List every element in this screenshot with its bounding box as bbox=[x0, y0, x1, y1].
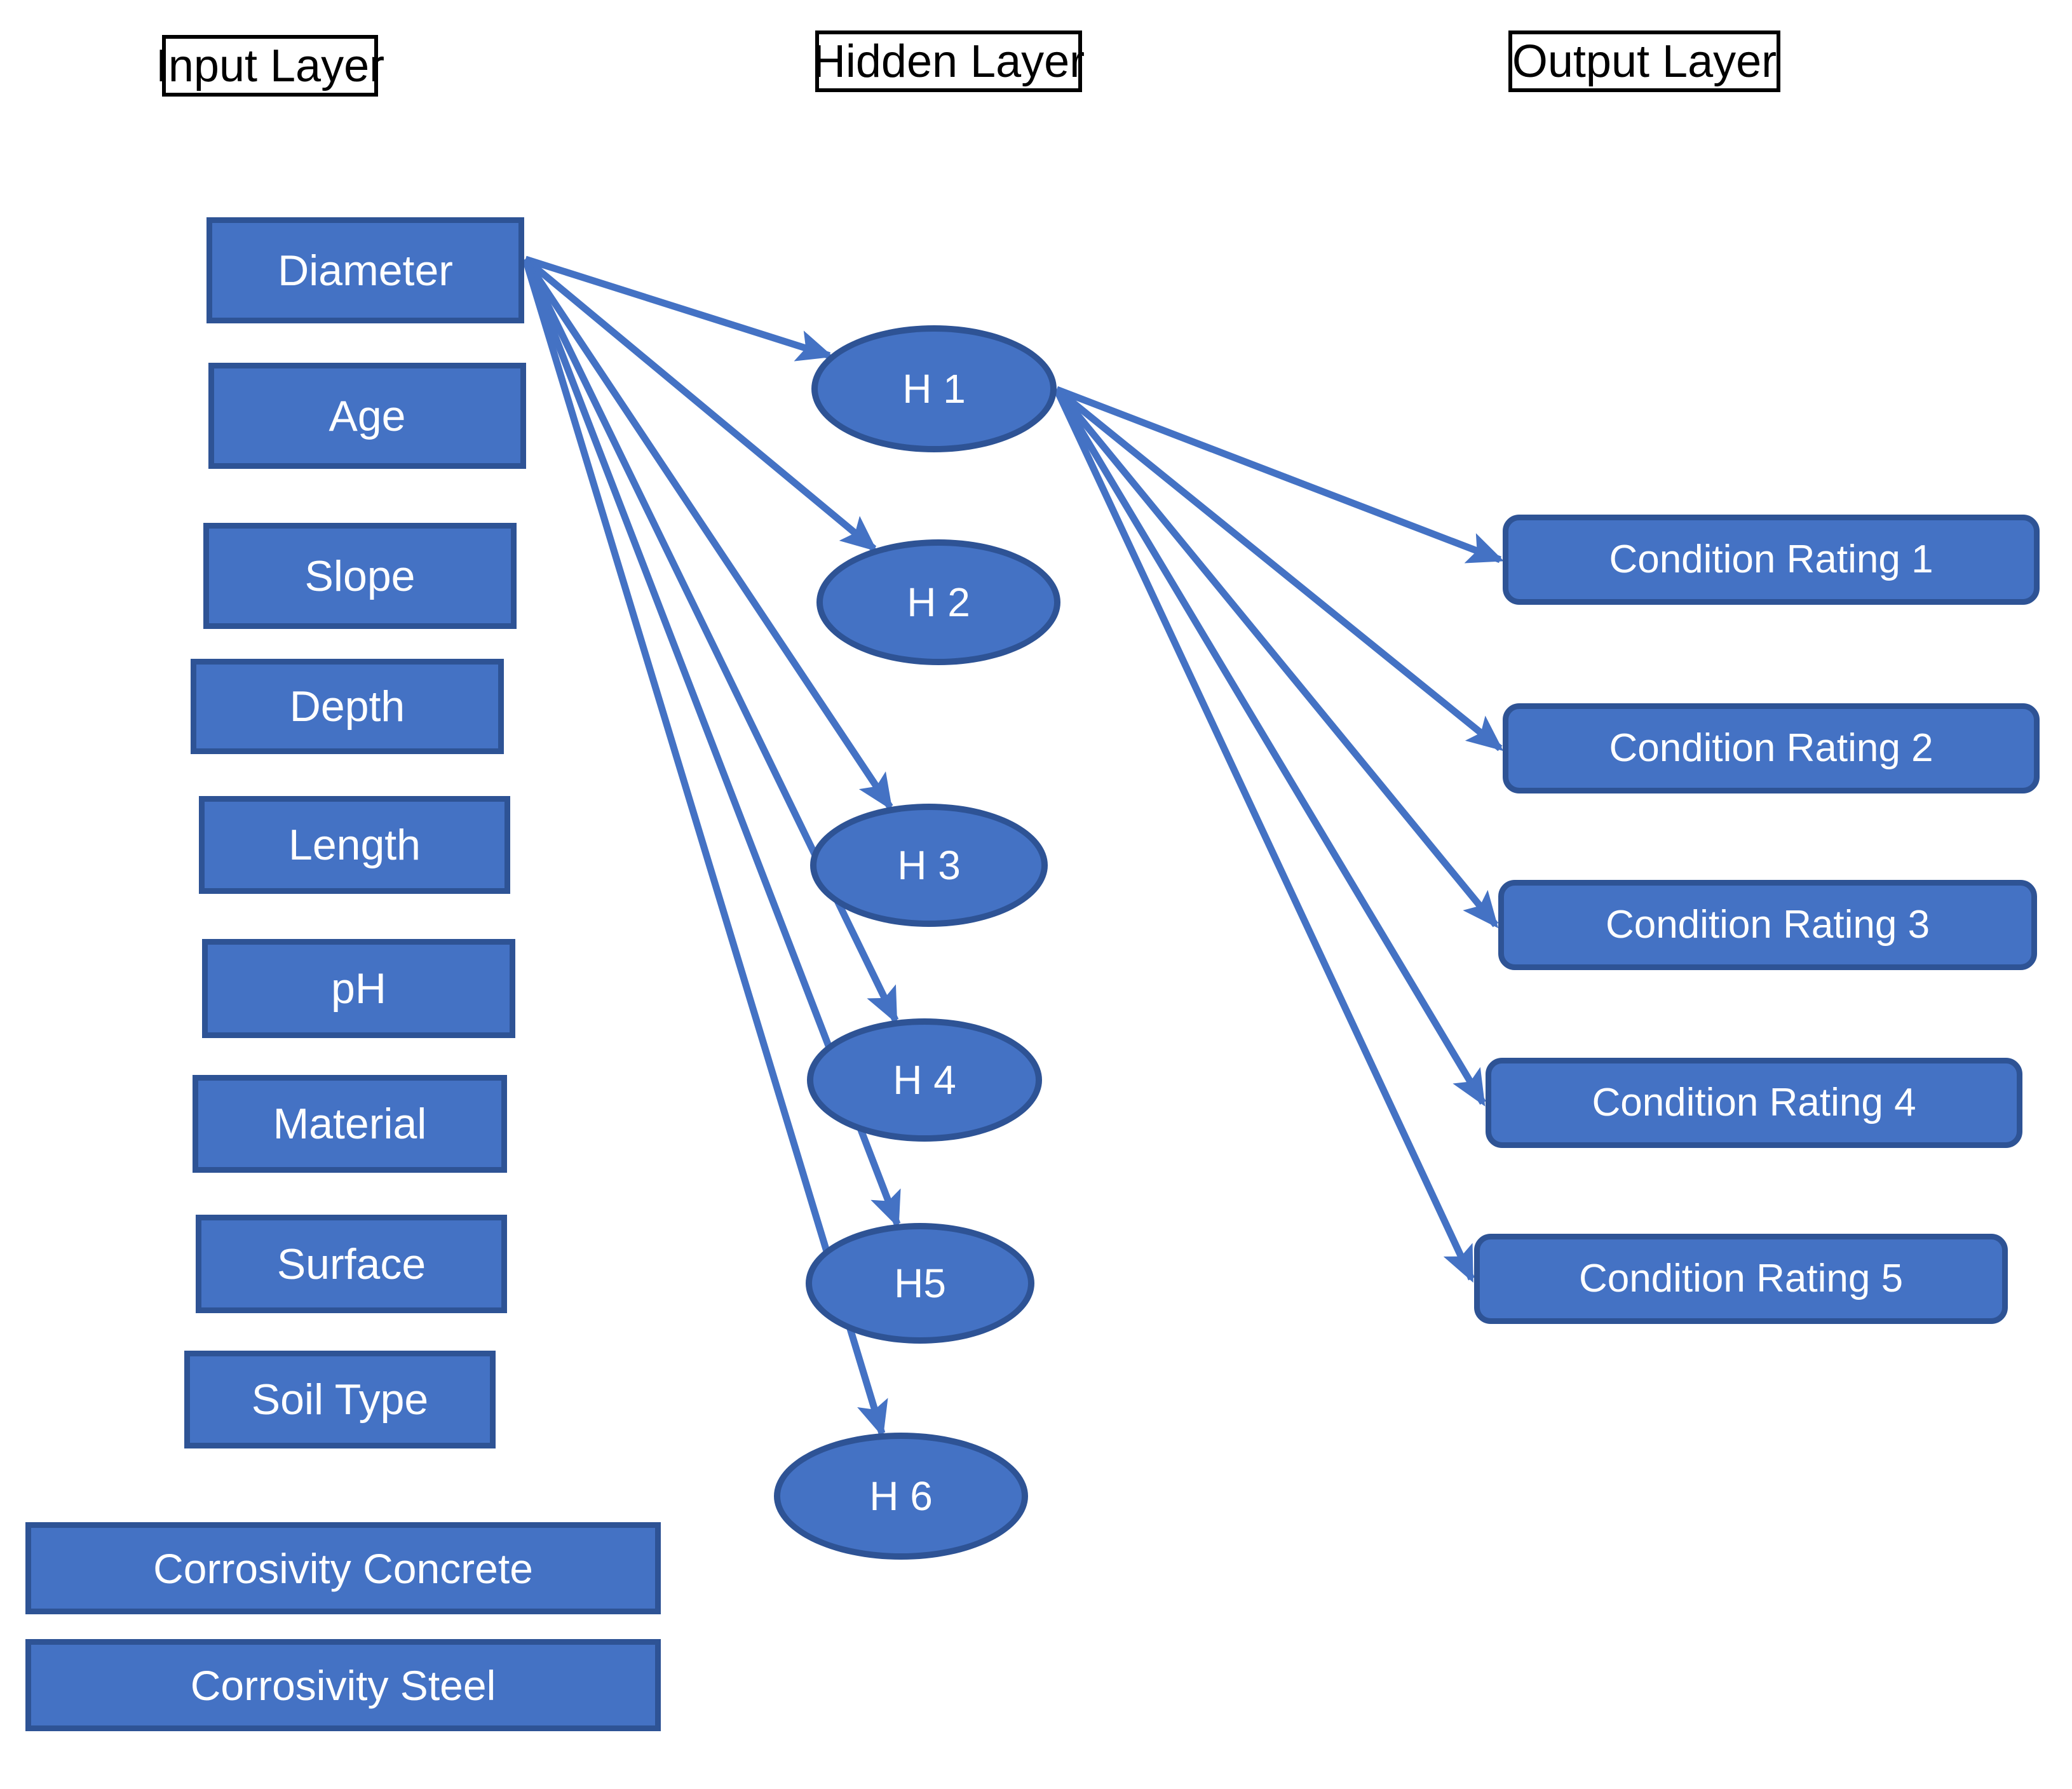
output-node-condition-rating-3[interactable]: Condition Rating 3 bbox=[1498, 880, 2037, 970]
hidden-node-h-6[interactable]: H 6 bbox=[774, 1433, 1028, 1560]
edge-h1-to-condition-rating-5 bbox=[1053, 388, 1475, 1283]
layer-header-output-label: Output Layer bbox=[1512, 36, 1777, 87]
hidden-node-h-4[interactable]: H 4 bbox=[807, 1018, 1042, 1142]
output-node-condition-rating-5[interactable]: Condition Rating 5 bbox=[1474, 1234, 2008, 1324]
input-node-surface[interactable]: Surface bbox=[196, 1215, 507, 1313]
layer-header-hidden: Hidden Layer bbox=[812, 30, 1085, 92]
hidden-node-label: H5 bbox=[894, 1260, 946, 1306]
input-node-material[interactable]: Material bbox=[193, 1075, 507, 1173]
hidden-node-label: H 3 bbox=[897, 842, 961, 888]
output-node-condition-rating-4[interactable]: Condition Rating 4 bbox=[1486, 1058, 2022, 1148]
hidden-node-h-3[interactable]: H 3 bbox=[810, 804, 1048, 927]
input-node-label: Corrosivity Concrete bbox=[153, 1544, 533, 1592]
output-node-label: Condition Rating 1 bbox=[1609, 537, 1933, 581]
hidden-node-label: H 4 bbox=[893, 1057, 956, 1103]
output-node-label: Condition Rating 5 bbox=[1578, 1257, 1904, 1300]
input-node-corrosivity-steel[interactable]: Corrosivity Steel bbox=[25, 1639, 661, 1731]
layer-header-hidden-label: Hidden Layer bbox=[812, 36, 1085, 87]
input-node-label: Age bbox=[328, 391, 406, 440]
hidden-node-h5[interactable]: H5 bbox=[806, 1223, 1034, 1344]
edge-diameter-to-h-1 bbox=[524, 255, 834, 361]
input-node-soil-type[interactable]: Soil Type bbox=[184, 1351, 496, 1448]
input-node-slope[interactable]: Slope bbox=[203, 523, 517, 629]
edge-h1-to-condition-rating-2 bbox=[1054, 386, 1504, 752]
input-node-label: Diameter bbox=[278, 246, 453, 295]
input-node-age[interactable]: Age bbox=[208, 363, 526, 469]
hidden-node-label: H 2 bbox=[907, 579, 970, 625]
hidden-node-label: H 1 bbox=[902, 366, 966, 412]
input-node-label: Length bbox=[288, 821, 421, 869]
layer-header-input: Input Layer bbox=[156, 35, 384, 97]
input-node-length[interactable]: Length bbox=[199, 796, 510, 894]
hidden-node-h-2[interactable]: H 2 bbox=[816, 539, 1060, 665]
input-node-label: Soil Type bbox=[251, 1375, 429, 1424]
input-node-depth[interactable]: Depth bbox=[191, 659, 504, 754]
output-node-condition-rating-1[interactable]: Condition Rating 1 bbox=[1503, 515, 2040, 605]
hidden-node-label: H 6 bbox=[869, 1473, 933, 1519]
input-node-ph[interactable]: pH bbox=[202, 939, 515, 1038]
output-node-condition-rating-2[interactable]: Condition Rating 2 bbox=[1503, 703, 2040, 793]
input-node-label: pH bbox=[331, 964, 386, 1013]
input-node-diameter[interactable]: Diameter bbox=[207, 217, 524, 323]
hidden-node-h-1[interactable]: H 1 bbox=[811, 325, 1057, 452]
layer-header-output: Output Layer bbox=[1508, 30, 1780, 92]
output-node-label: Condition Rating 2 bbox=[1609, 726, 1933, 770]
edge-diameter-to-h-3 bbox=[522, 257, 893, 811]
edge-h1-to-condition-rating-4 bbox=[1053, 388, 1486, 1107]
edge-h1-to-condition-rating-1 bbox=[1055, 386, 1505, 564]
output-node-label: Condition Rating 4 bbox=[1592, 1081, 1916, 1124]
input-node-label: Corrosivity Steel bbox=[190, 1661, 496, 1709]
input-node-label: Surface bbox=[276, 1239, 426, 1288]
edges-hidden-to-output bbox=[1053, 386, 1505, 1283]
input-node-label: Depth bbox=[289, 682, 405, 731]
layer-header-input-label: Input Layer bbox=[155, 40, 385, 91]
input-node-label: Material bbox=[273, 1100, 427, 1148]
edge-h1-to-condition-rating-3 bbox=[1053, 387, 1499, 929]
input-node-corrosivity-concrete[interactable]: Corrosivity Concrete bbox=[25, 1522, 661, 1614]
input-node-label: Slope bbox=[304, 551, 416, 600]
output-node-label: Condition Rating 3 bbox=[1605, 903, 1930, 947]
